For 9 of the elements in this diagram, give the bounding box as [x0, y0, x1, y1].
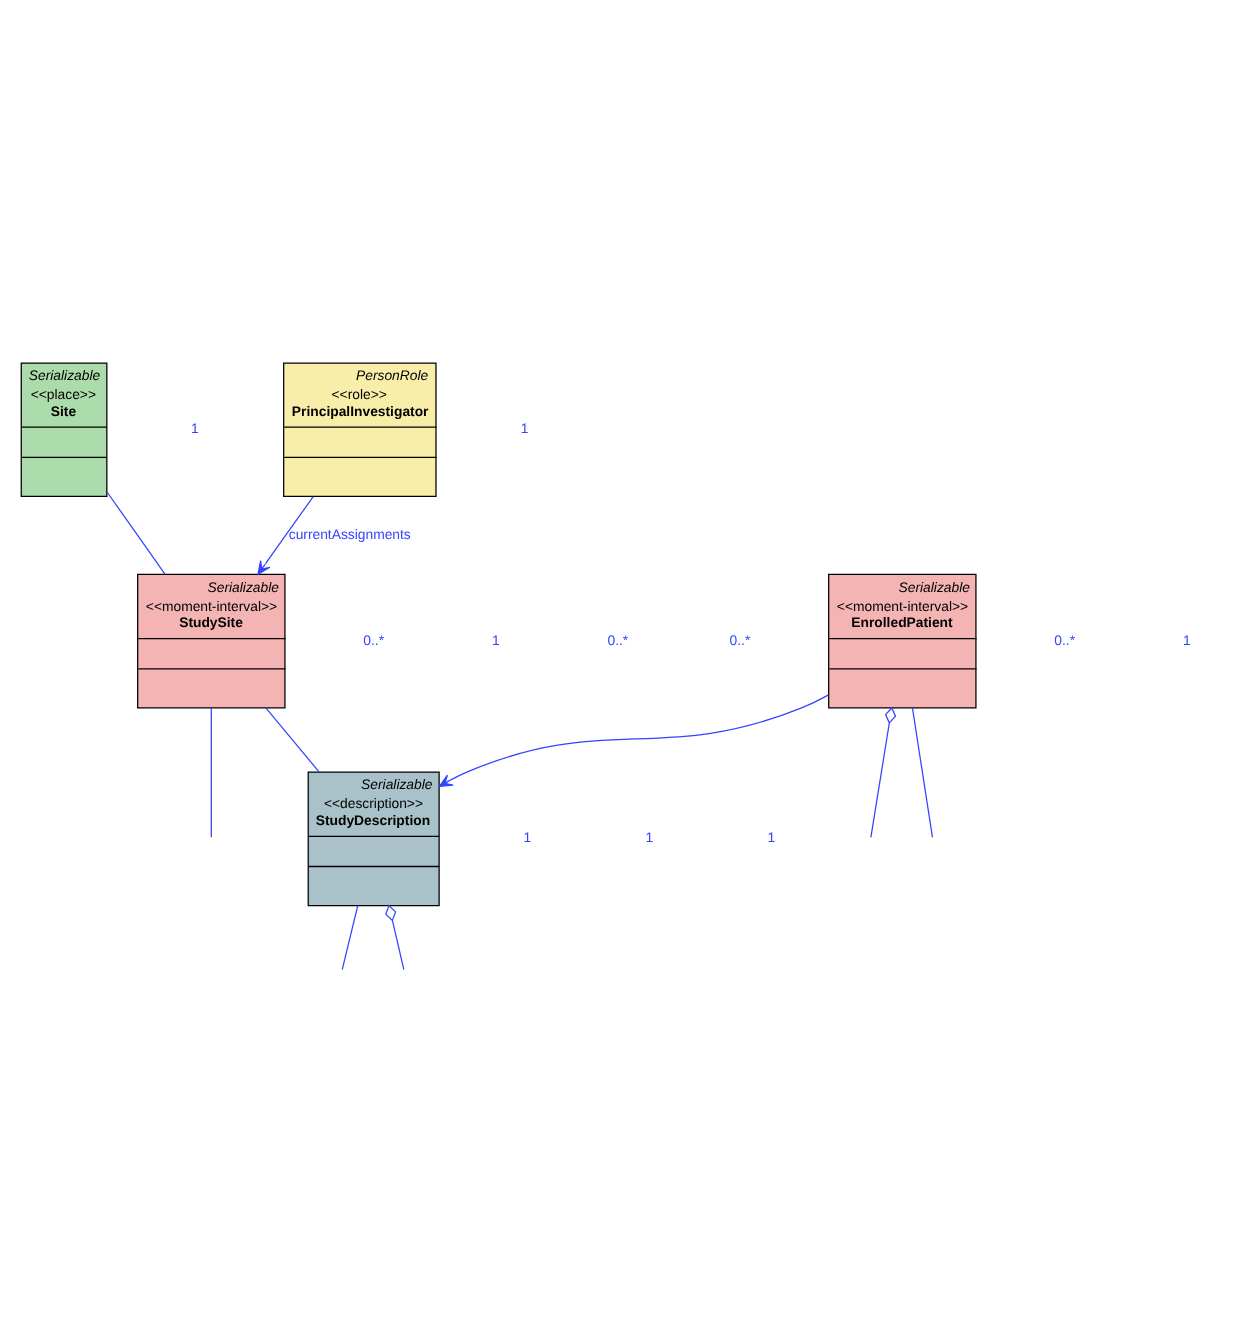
connector	[265, 706, 320, 772]
connector	[341, 904, 359, 970]
arrow	[438, 693, 829, 787]
connector	[106, 490, 166, 574]
connector	[870, 705, 897, 837]
connector	[385, 903, 405, 970]
arrow	[257, 494, 314, 574]
connector	[210, 706, 212, 837]
connector	[911, 706, 934, 837]
